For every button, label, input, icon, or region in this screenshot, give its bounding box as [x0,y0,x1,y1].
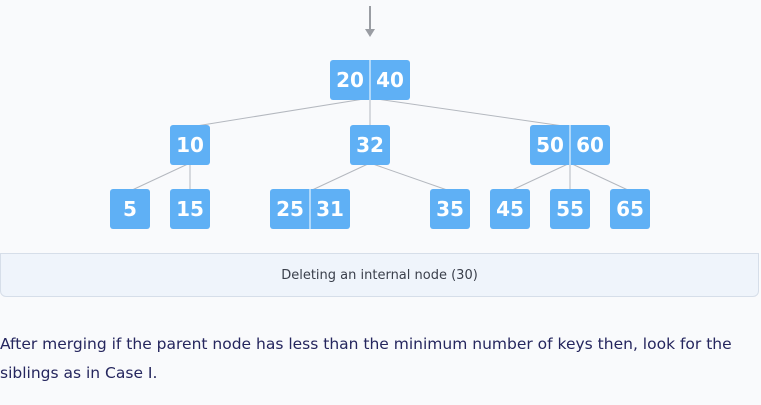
node-key: 5 [123,197,137,221]
tree-node-15: 15 [170,189,210,229]
tree-node-55: 55 [550,189,590,229]
figure-caption-bar: Deleting an internal node (30) [0,253,759,297]
node-key: 25 [276,197,304,221]
body-paragraph: After merging if the parent node has les… [0,335,732,382]
tree-edge-n5060-l65 [569,162,631,192]
tree-node-50-60: 50 60 [530,125,610,165]
figure-caption: Deleting an internal node (30) [281,267,478,283]
node-key: 35 [436,197,464,221]
tree-edge-n5060-l45 [509,162,571,192]
node-box [430,189,470,229]
tree-node-25-31: 25 31 [270,189,350,229]
tree-edge-root-n10 [189,97,371,128]
node-box [350,125,390,165]
node-key: 15 [176,197,204,221]
tree-edge-n10-l5 [129,162,191,192]
node-key: 10 [176,133,204,157]
tree-node-65: 65 [610,189,650,229]
node-key: 40 [376,68,404,92]
node-box [110,189,150,229]
node-box [610,189,650,229]
tree-node-5: 5 [110,189,150,229]
node-box [550,189,590,229]
tree-node-35: 35 [430,189,470,229]
root-pointer-arrow-icon [365,6,375,37]
tree-node-10: 10 [170,125,210,165]
node-key: 65 [616,197,644,221]
node-box [490,189,530,229]
node-box [170,125,210,165]
node-key: 50 [536,133,564,157]
tree-edge-n32-l35 [369,162,451,192]
node-key: 45 [496,197,524,221]
node-key: 55 [556,197,584,221]
node-key: 60 [576,133,604,157]
tree-node-32: 32 [350,125,390,165]
tree-node-45: 45 [490,189,530,229]
node-key: 31 [316,197,344,221]
node-key: 32 [356,133,384,157]
tree-edge-n32-l2531 [309,162,371,192]
node-box [170,189,210,229]
tree-edge-root-n5060 [369,97,571,128]
node-key: 20 [336,68,364,92]
